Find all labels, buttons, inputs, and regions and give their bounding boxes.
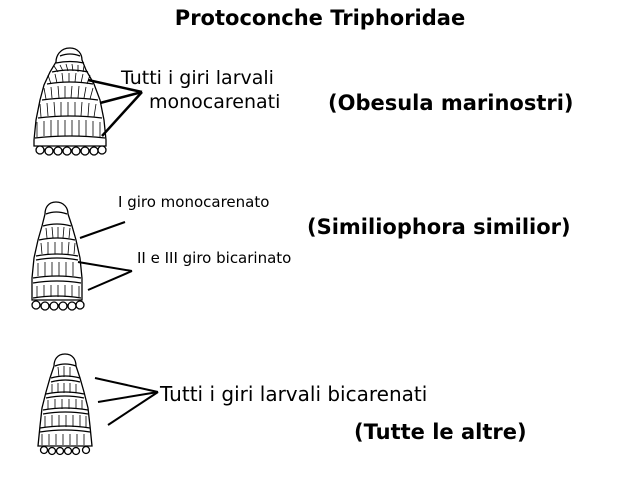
pointer-lines-2 <box>78 222 132 290</box>
label-all-whorls-line1: Tutti i giri larvali <box>120 67 274 89</box>
shell-others-icon <box>38 354 92 455</box>
shell-similiophora-icon <box>32 202 84 310</box>
label-second-third-whorl: II e III giro bicarinato <box>137 249 291 267</box>
label-all-whorls-line2: monocarenati <box>149 91 280 113</box>
label-all-bicarenate: Tutti i giri larvali bicarenati <box>159 382 427 406</box>
pointer-lines-3 <box>95 378 158 425</box>
species-similiophora: (Similiophora similior) <box>307 215 571 239</box>
species-others: (Tutte le altre) <box>354 420 527 444</box>
species-obesula: (Obesula marinostri) <box>328 91 574 115</box>
shell-obesula-icon <box>34 48 106 155</box>
label-first-whorl: I giro monocarenato <box>118 193 269 211</box>
